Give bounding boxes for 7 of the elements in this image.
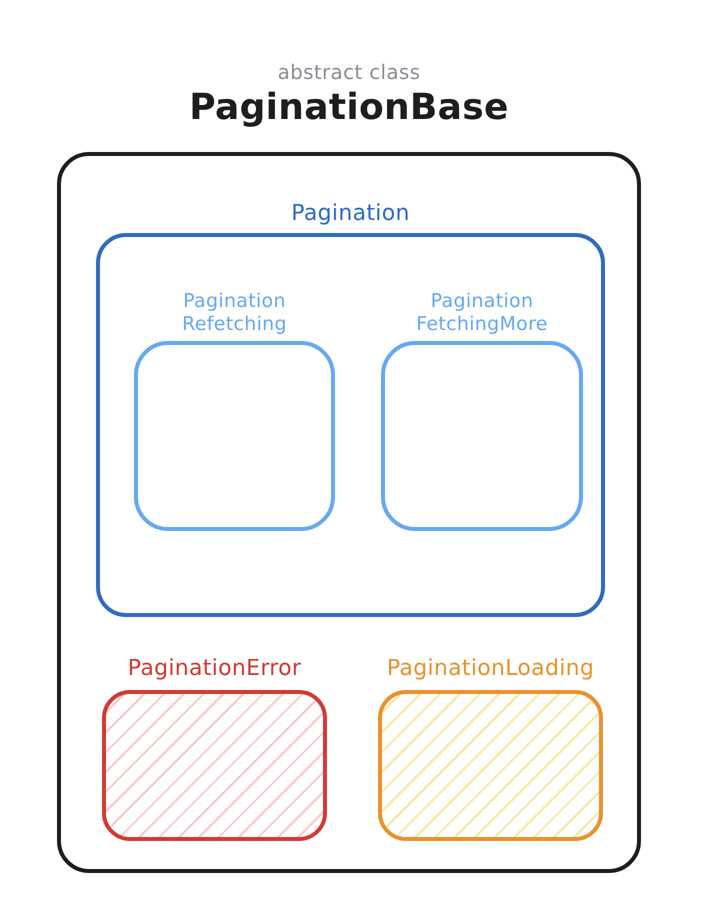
node-title: Pagination Refetching	[181, 290, 288, 337]
node-title: PaginationError	[128, 654, 302, 682]
stereotype-label: abstract class	[278, 60, 420, 85]
node-title: PaginationLoading	[386, 654, 594, 682]
node-title: Pagination	[291, 200, 410, 227]
node-title: Pagination FetchingMore	[415, 290, 549, 337]
node-title: PaginationBase	[189, 86, 509, 130]
